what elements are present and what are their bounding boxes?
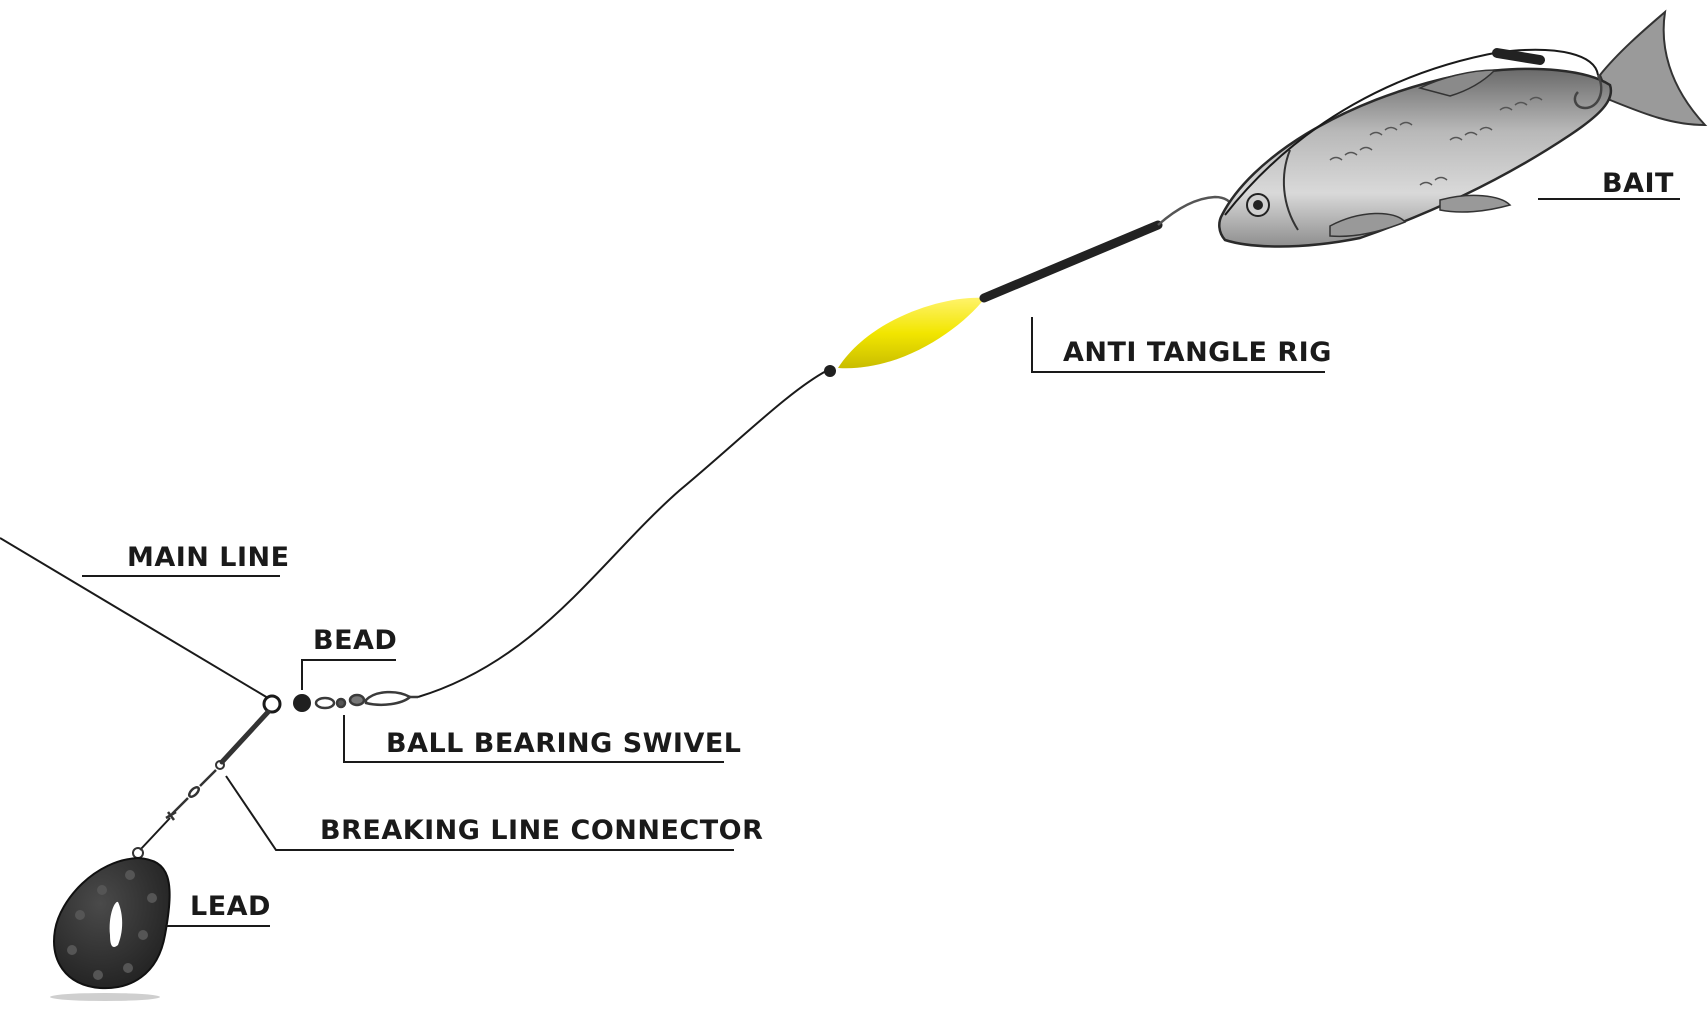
label-ball-bearing-swivel: BALL BEARING SWIVEL xyxy=(386,728,742,759)
label-bait: BAIT xyxy=(1602,168,1674,199)
lead-eye-icon xyxy=(132,847,144,859)
float-icon xyxy=(838,297,985,369)
lead-line xyxy=(139,817,171,851)
callout-line-breaking-connector xyxy=(225,775,734,851)
lead-shadow xyxy=(50,993,160,1001)
label-main-line: MAIN LINE xyxy=(127,542,290,573)
lead-link-sleeve xyxy=(219,709,271,765)
anti-tangle-tubing xyxy=(979,220,1163,303)
fish-bait-icon xyxy=(1218,9,1708,248)
label-lead: LEAD xyxy=(190,891,271,922)
connector-ring-icon xyxy=(215,760,225,770)
bait-rig-line xyxy=(1224,48,1599,216)
float-stop-bead-icon xyxy=(824,365,836,377)
breaking-line-connector-icon xyxy=(165,769,217,821)
tail-hook-icon xyxy=(1573,74,1603,110)
swivel-icon xyxy=(314,690,418,710)
callout-line-anti-tangle xyxy=(1031,317,1325,373)
main-line xyxy=(0,537,269,699)
bead-icon xyxy=(293,694,311,712)
label-breaking-line-connector: BREAKING LINE CONNECTOR xyxy=(320,815,764,846)
callout-line-swivel xyxy=(343,715,724,763)
callout-line-bead xyxy=(301,659,396,690)
label-anti-tangle-rig: ANTI TANGLE RIG xyxy=(1063,337,1332,368)
bait-rig-sleeve xyxy=(1492,48,1545,65)
junction-ring-icon xyxy=(262,694,282,714)
label-bead: BEAD xyxy=(313,625,398,656)
lead-weight-icon xyxy=(53,856,171,990)
hook-length-line xyxy=(417,369,829,698)
